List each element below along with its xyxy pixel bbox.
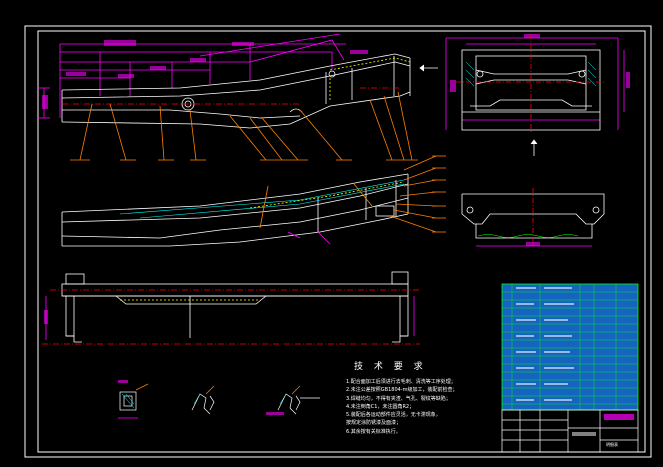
- middle-section-view: [61, 155, 446, 247]
- bottom-plan-view: [42, 271, 420, 345]
- requirement-line: 1.配合面加工后须进行去毛刺、清洗等工序处理；: [346, 379, 456, 385]
- parts-table: [501, 283, 639, 411]
- title-block: [501, 409, 639, 453]
- side-view: [445, 34, 630, 156]
- requirement-line: 2.未注公差按照GB1804-m级加工，装配前检查；: [346, 387, 458, 394]
- requirement-line: 5.装配后各运动部件应灵活，无卡滞现象，: [346, 412, 441, 419]
- title-block-table-name: 明细表: [606, 442, 618, 447]
- technical-requirements-list: 1.配合面加工后须进行去毛刺、清洗等工序处理； 2.未注公差按照GB1804-m…: [346, 378, 491, 436]
- sheet-outer-border: [24, 25, 652, 458]
- requirement-line: 4.未注倒角C1，未注圆角R2；: [346, 403, 415, 410]
- requirement-line: 按规定涂防锈漆及面漆；: [346, 420, 402, 427]
- main-elevation-view: [38, 33, 438, 161]
- requirement-line: 6.其余按有关标准执行。: [346, 428, 401, 435]
- requirement-line: 3.焊缝均匀，不得有夹渣、气孔、裂纹等缺陷；: [346, 395, 451, 402]
- cross-section-view: [461, 188, 605, 247]
- technical-requirements-title: 技 术 要 求: [354, 362, 427, 372]
- detail-views: [118, 380, 320, 419]
- sheet-inner-border: [37, 30, 646, 453]
